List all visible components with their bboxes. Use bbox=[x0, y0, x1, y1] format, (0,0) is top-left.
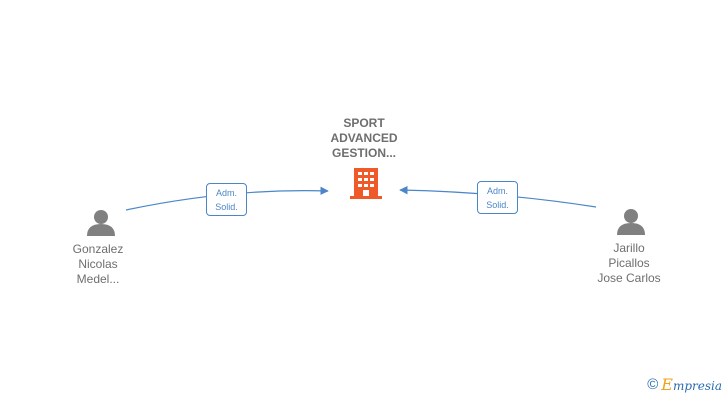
copyright-icon: © bbox=[647, 376, 659, 393]
brand-rest: mpresia bbox=[672, 379, 722, 393]
brand-initial: E bbox=[661, 375, 673, 394]
company-name-line: SPORT bbox=[343, 116, 385, 130]
relation-label-line: Adm. bbox=[215, 188, 237, 198]
person-name-line: Jarillo bbox=[613, 241, 645, 255]
person-name-line: Picallos bbox=[608, 256, 650, 270]
person-icon[interactable] bbox=[617, 209, 645, 235]
building-icon[interactable] bbox=[350, 168, 382, 199]
relation-badge-right[interactable]: Adm. Solid. bbox=[477, 181, 518, 214]
relation-label-line: Adm. bbox=[486, 186, 508, 196]
person-name-right[interactable]: Jarillo Picallos Jose Carlos bbox=[574, 241, 684, 286]
relation-label-line: Solid. bbox=[486, 200, 509, 210]
relation-label-line: Solid. bbox=[215, 202, 238, 212]
person-name-line: Gonzalez bbox=[72, 242, 124, 256]
person-icon[interactable] bbox=[87, 210, 115, 236]
person-name-line: Jose Carlos bbox=[597, 271, 661, 285]
company-name[interactable]: SPORT ADVANCED GESTION... bbox=[300, 116, 428, 161]
person-name-line: Nicolas bbox=[78, 257, 118, 271]
footer-brand[interactable]: © Empresia bbox=[647, 375, 722, 394]
person-name-left[interactable]: Gonzalez Nicolas Medel... bbox=[43, 242, 153, 287]
brand-logo: Empresia bbox=[661, 375, 722, 394]
company-name-line: ADVANCED bbox=[330, 131, 398, 145]
company-name-line: GESTION... bbox=[331, 146, 396, 160]
person-name-line: Medel... bbox=[76, 272, 120, 286]
relation-badge-left[interactable]: Adm. Solid. bbox=[206, 183, 247, 216]
